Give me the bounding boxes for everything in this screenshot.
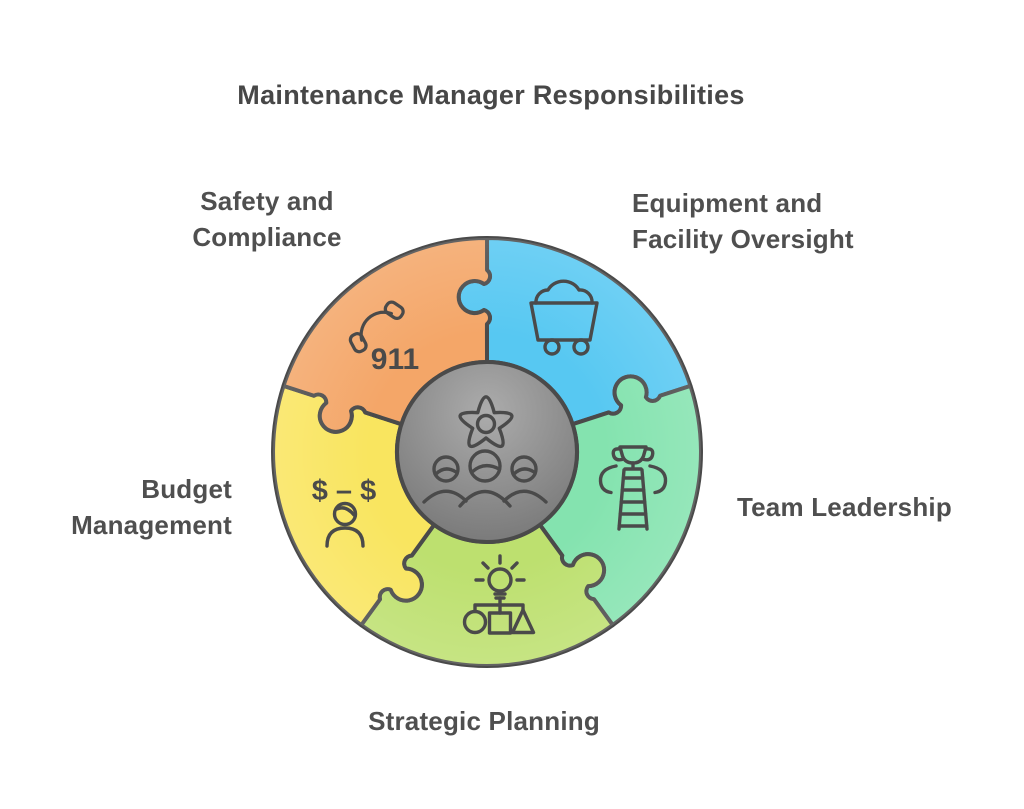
label-team: Team Leadership xyxy=(737,492,952,522)
diagram-title: Maintenance Manager Responsibilities xyxy=(237,80,745,110)
team-icon xyxy=(422,449,548,508)
label-equipment: Equipment and Facility Oversight xyxy=(632,188,854,254)
gear-icon xyxy=(458,395,514,449)
money-person-icon: $ – $ xyxy=(312,475,377,548)
trophy-ladder-icon xyxy=(598,445,668,531)
badge-money: $ – $ xyxy=(312,475,377,507)
mine-cart-icon xyxy=(529,279,599,356)
idea-org-chart-icon xyxy=(462,554,536,635)
badge-911: 911 xyxy=(371,343,419,376)
label-strategic: Strategic Planning xyxy=(368,706,600,736)
label-budget: Budget Management xyxy=(71,474,232,540)
phone-911-icon: 911 xyxy=(348,300,419,376)
